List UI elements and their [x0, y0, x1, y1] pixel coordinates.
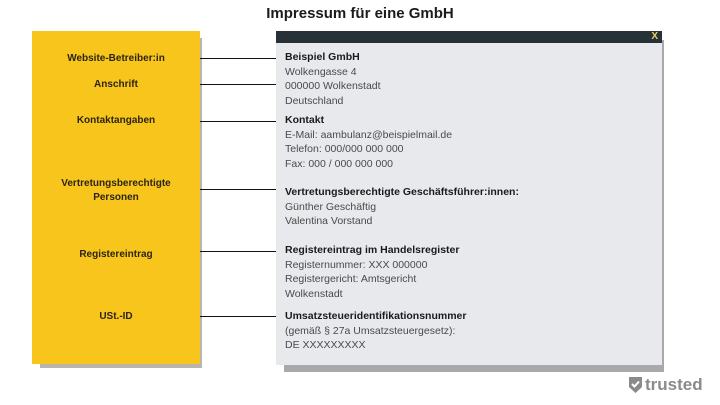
page-title: Impressum für eine GmbH — [266, 5, 454, 22]
trusted-logo: trusted — [628, 375, 703, 395]
section-company: Beispiel GmbH Wolkengasse 4 000000 Wolke… — [285, 50, 381, 108]
window-title-bar: X — [276, 31, 662, 43]
company-city: 000000 Wolkenstadt — [285, 80, 381, 92]
representative-2: Valentina Vorstand — [285, 215, 373, 227]
close-icon[interactable]: X — [651, 31, 658, 42]
label-contact: Kontaktangaben — [76, 115, 156, 126]
section-register: Registereintrag im Handelsregister Regis… — [285, 243, 459, 301]
company-country: Deutschland — [285, 94, 344, 107]
company-name: Beispiel GmbH — [285, 51, 360, 63]
register-heading: Registereintrag im Handelsregister — [285, 244, 460, 256]
arrow-register — [200, 248, 282, 254]
arrow-website-operator — [200, 55, 282, 61]
arrow-address — [200, 81, 282, 87]
label-vat-id: USt.-ID — [99, 311, 133, 322]
vat-law-note: (gemäß § 27a Umsatzsteuergesetz): — [285, 324, 456, 337]
label-website-operator: Website-Betreiber:in — [67, 53, 165, 64]
contact-fax: Fax: 000 / 000 000 000 — [285, 157, 393, 170]
label-address: Anschrift — [94, 79, 138, 90]
arrow-contact — [200, 118, 282, 124]
label-representatives-line1: Vertretungsberechtigte — [61, 178, 171, 189]
vat-heading: Umsatzsteueridentifikationsnummer — [285, 310, 467, 322]
arrow-representatives — [200, 186, 282, 192]
vat-number: DE XXXXXXXXX — [285, 339, 366, 351]
representatives-heading: Vertretungsberechtigte Geschäftsführer:i… — [285, 186, 519, 198]
label-representatives-line2: Personen — [93, 192, 139, 203]
section-representatives: Vertretungsberechtigte Geschäftsführer:i… — [285, 185, 519, 229]
company-street: Wolkengasse 4 — [285, 65, 357, 78]
register-court-city: Wolkenstadt — [285, 287, 343, 300]
impressum-window: X — [276, 31, 662, 365]
contact-phone: Telefon: 000/000 000 000 — [285, 143, 404, 155]
section-contact: Kontakt E-Mail: aambulanz@beispielmail.d… — [285, 113, 452, 171]
representative-1: Günther Geschäftig — [285, 200, 377, 213]
section-vat: Umsatzsteueridentifikationsnummer (gemäß… — [285, 309, 466, 353]
contact-heading: Kontakt — [285, 114, 325, 126]
register-court: Registergericht: Amtsgericht — [285, 273, 417, 285]
register-number: Registernummer: XXX 000000 — [285, 258, 428, 271]
label-panel — [32, 31, 200, 364]
contact-email: E-Mail: aambulanz@beispielmail.de — [285, 128, 453, 141]
logo-text: trusted — [645, 375, 703, 394]
label-register: Registereintrag — [79, 249, 153, 260]
shield-check-icon — [629, 377, 642, 393]
arrow-vat-id — [200, 313, 282, 319]
